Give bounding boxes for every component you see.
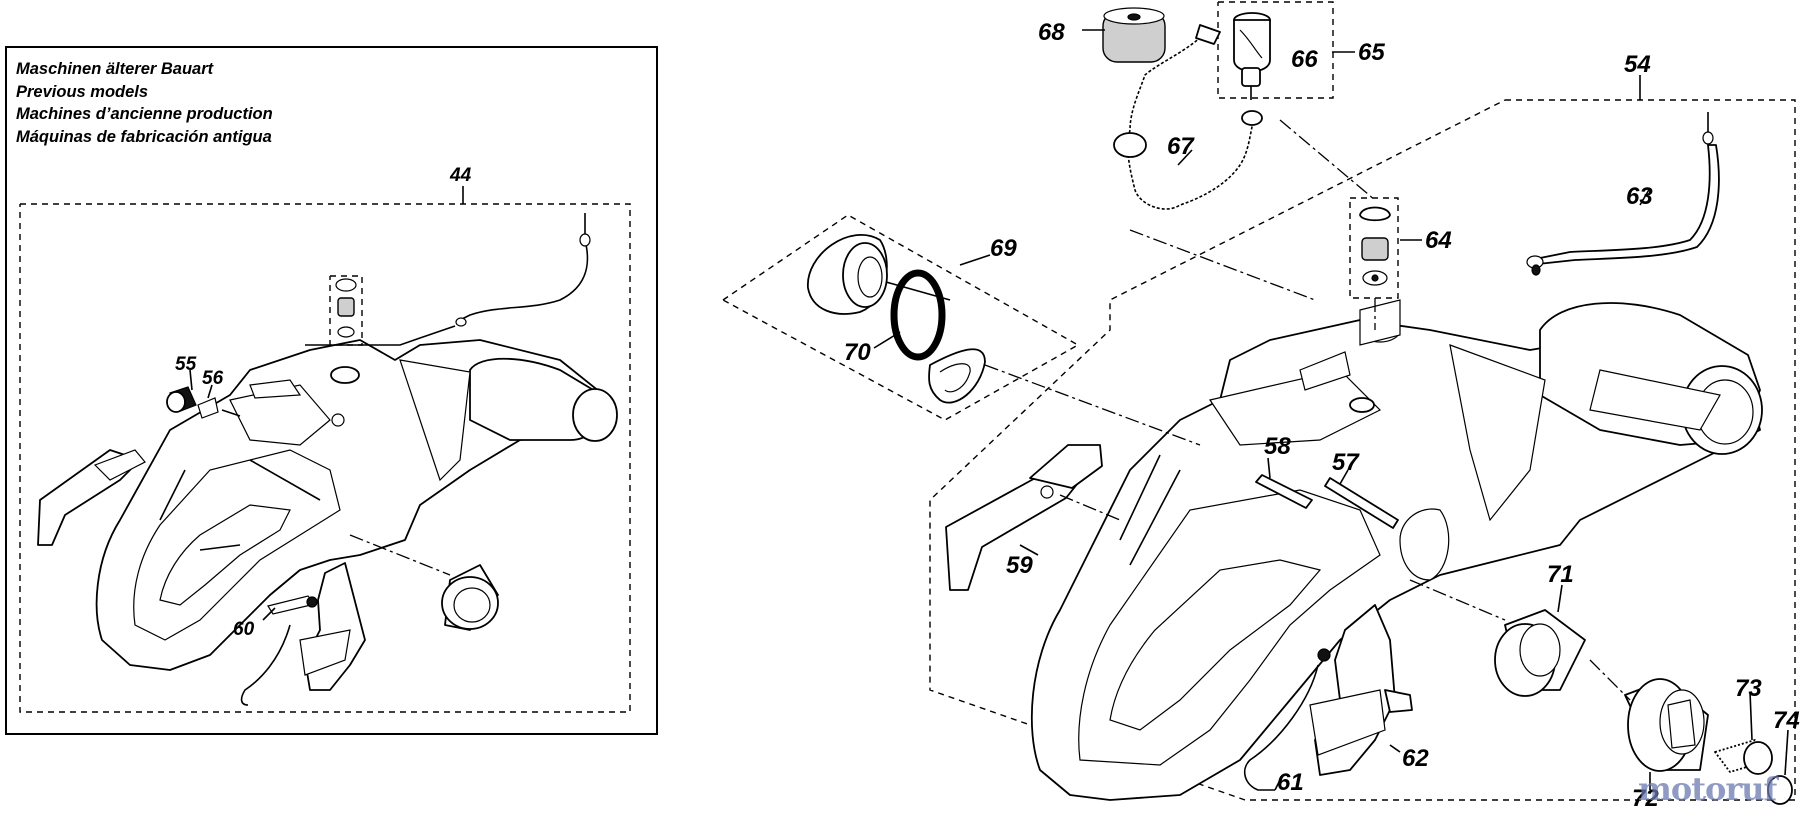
callout-73: 73 [1735, 675, 1762, 702]
group-44-outline [19, 203, 631, 713]
group-64-outline [1349, 197, 1399, 299]
watermark-logo: motoruf [1638, 770, 1777, 808]
current-models-assembly [721, 1, 1796, 805]
group-65-outline [1217, 1, 1334, 99]
throttle-lever-old [37, 449, 146, 546]
tank-housing-old [95, 339, 618, 671]
callout-59: 59 [1006, 552, 1033, 579]
fuel-filter-stack [1359, 206, 1422, 330]
callout-68: 68 [1038, 19, 1065, 46]
fuel-hose-assembly [1082, 7, 1376, 301]
callout-70: 70 [844, 339, 871, 366]
fuel-line [1526, 112, 1720, 276]
fuel-filter-stack-old [329, 275, 363, 346]
callout-54: 54 [1624, 51, 1651, 78]
older-models-assembly [19, 186, 631, 713]
callout-61: 61 [1277, 769, 1304, 796]
callout-55: 55 [175, 354, 197, 375]
fuel-cap-assembly [807, 234, 1201, 446]
callout-65: 65 [1358, 39, 1385, 66]
trigger-assembly-old [240, 562, 366, 706]
callout-57: 57 [1332, 449, 1360, 476]
callout-67: 67 [1167, 133, 1195, 160]
callout-71: 71 [1547, 561, 1574, 588]
callout-69: 69 [990, 235, 1017, 262]
callout-64: 64 [1425, 227, 1452, 254]
callout-58: 58 [1264, 433, 1291, 460]
group-69-outline [721, 214, 1080, 421]
legend-line-english: Previous models [16, 82, 149, 101]
plug-and-spring-55-56 [166, 386, 241, 419]
bushing-old [349, 534, 499, 631]
bushing [1409, 579, 1586, 697]
callout-62: 62 [1402, 745, 1429, 772]
callout-74: 74 [1773, 707, 1800, 734]
group-54-outline [929, 99, 1796, 801]
callout-numbers: 44 55 56 60 54 57 58 59 61 62 63 64 65 6… [175, 19, 1800, 812]
callout-60: 60 [233, 619, 255, 640]
legend-line-french: Machines d’ancienne production [16, 105, 273, 123]
rear-cap-assembly [1589, 659, 1793, 805]
callout-66: 66 [1291, 46, 1318, 73]
trigger-assembly [1243, 604, 1413, 791]
tank-housing [1030, 299, 1763, 801]
callout-56: 56 [202, 368, 224, 389]
throttle-lever [945, 444, 1121, 591]
legend-line-german: Maschinen älterer Bauart [16, 60, 214, 78]
older-models-legend: Maschinen älterer Bauart Previous models… [16, 58, 273, 148]
callout-63: 63 [1626, 183, 1653, 210]
leader-69 [959, 254, 991, 266]
fuel-line-old [305, 213, 591, 346]
callout-72: 72 [1632, 785, 1659, 812]
callout-44: 44 [449, 165, 472, 186]
legend-line-spanish: Máquinas de fabricación antigua [16, 127, 272, 146]
pins-57-58 [1255, 457, 1399, 529]
